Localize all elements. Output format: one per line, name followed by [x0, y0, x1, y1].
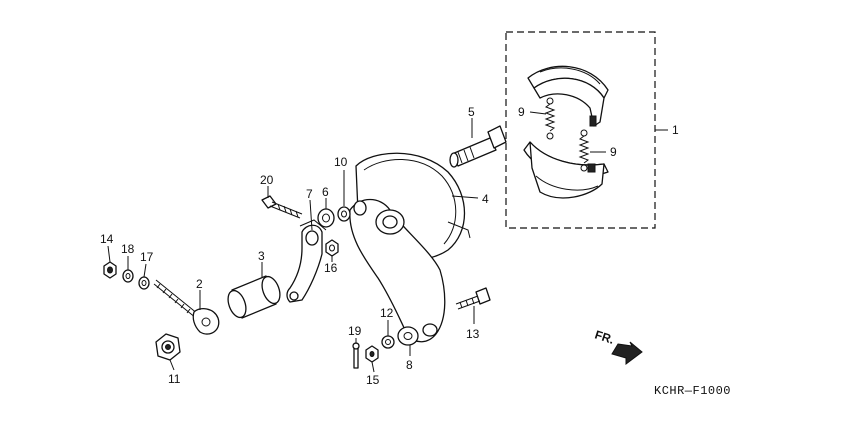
callout-20: 20	[260, 173, 274, 187]
nut-14	[103, 261, 117, 279]
nut-15	[365, 345, 379, 363]
diagram-code: KCHR—F1000	[654, 384, 732, 398]
leader-17	[143, 263, 147, 278]
front-direction-label: FR.	[593, 328, 616, 347]
callout-19: 19	[348, 324, 362, 338]
callout-2: 2	[196, 277, 203, 291]
collar-3	[227, 275, 281, 319]
callout-9-upper: 9	[518, 105, 525, 119]
washer-18	[122, 269, 134, 283]
adjuster-bolt	[153, 279, 220, 335]
brake-shoe-lower	[523, 141, 609, 199]
callout-15: 15	[366, 373, 380, 387]
callout-10: 10	[334, 155, 348, 169]
leader-7	[309, 199, 313, 231]
washer-6	[317, 208, 335, 228]
callout-9-lower: 9	[610, 145, 617, 159]
washer-10	[337, 206, 351, 222]
brake-panel	[349, 152, 471, 343]
callout-7: 7	[306, 187, 313, 201]
washer-17	[138, 276, 150, 290]
callout-12: 12	[380, 306, 394, 320]
callout-16: 16	[324, 261, 338, 275]
callout-labels: 1 2 3 4 5 6 7 8 9 9 10 11 12 13 14 15 16…	[100, 105, 679, 387]
callout-11: 11	[168, 372, 181, 386]
callout-13: 13	[466, 327, 480, 341]
cotter-pin-19	[352, 342, 360, 369]
callout-14: 14	[100, 232, 114, 246]
bolt-13	[455, 287, 491, 310]
brake-arm	[286, 219, 327, 303]
front-direction-arrow	[611, 341, 643, 365]
shoe-spring-upper	[544, 97, 556, 140]
callout-8: 8	[406, 358, 413, 372]
callout-5: 5	[468, 105, 475, 119]
callout-18: 18	[121, 242, 135, 256]
leader-15	[371, 361, 375, 373]
nut-16	[325, 239, 339, 257]
leader-14	[107, 245, 111, 263]
callout-3: 3	[258, 249, 265, 263]
callout-6: 6	[322, 185, 329, 199]
shoe-spring-lower	[578, 129, 590, 172]
washer-12	[381, 335, 395, 349]
leader-11	[169, 359, 175, 371]
nut-11	[155, 333, 181, 361]
washer-8	[397, 326, 419, 346]
bolt-20	[261, 195, 303, 219]
leader-9a	[529, 111, 547, 115]
brake-shoe-set-frame	[505, 31, 656, 229]
callout-17: 17	[140, 250, 154, 264]
callout-1: 1	[672, 123, 679, 137]
leader-4	[451, 195, 479, 199]
brake-cam	[449, 125, 507, 168]
brake-shoe-upper	[527, 65, 609, 127]
callout-4: 4	[482, 192, 489, 206]
